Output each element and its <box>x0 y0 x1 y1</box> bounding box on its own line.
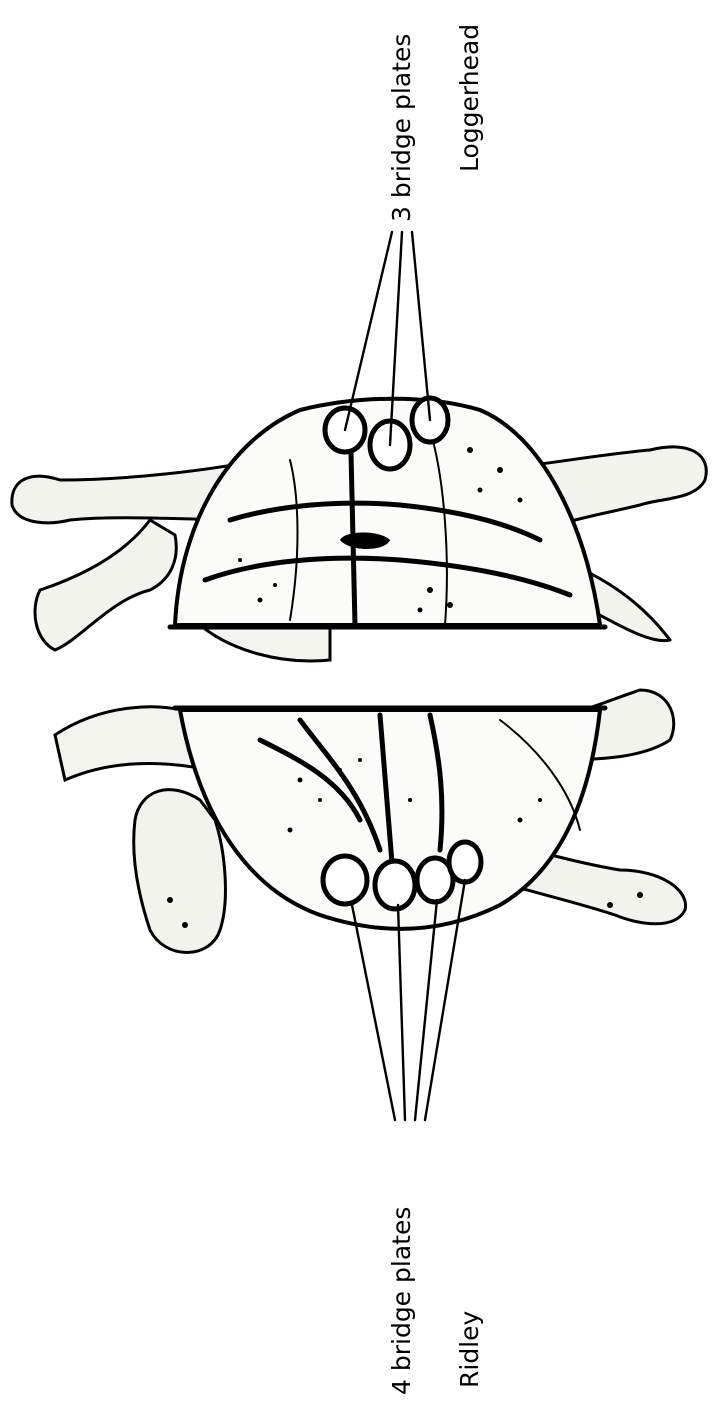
ridley-species-label: Ridley <box>455 1310 484 1388</box>
ridley-illustration <box>55 690 686 953</box>
loggerhead-leader-line <box>412 232 430 420</box>
loggerhead-species-label: Loggerhead <box>455 24 484 172</box>
loggerhead-illustration <box>12 398 706 661</box>
ridley-leader-line <box>415 900 437 1120</box>
ridley-callout-label: 4 bridge plates <box>387 1207 416 1395</box>
ridley-leader-line <box>398 905 405 1120</box>
ridley-bridge-plate <box>323 856 367 904</box>
ridley-bridge-plate <box>375 861 415 909</box>
loggerhead-callout-label: 3 bridge plates <box>387 34 416 222</box>
ridley-leader-line <box>352 905 395 1120</box>
ridley-bridge-plate <box>449 842 481 882</box>
loggerhead-rear-flipper <box>35 520 176 650</box>
loggerhead-head <box>200 625 330 661</box>
